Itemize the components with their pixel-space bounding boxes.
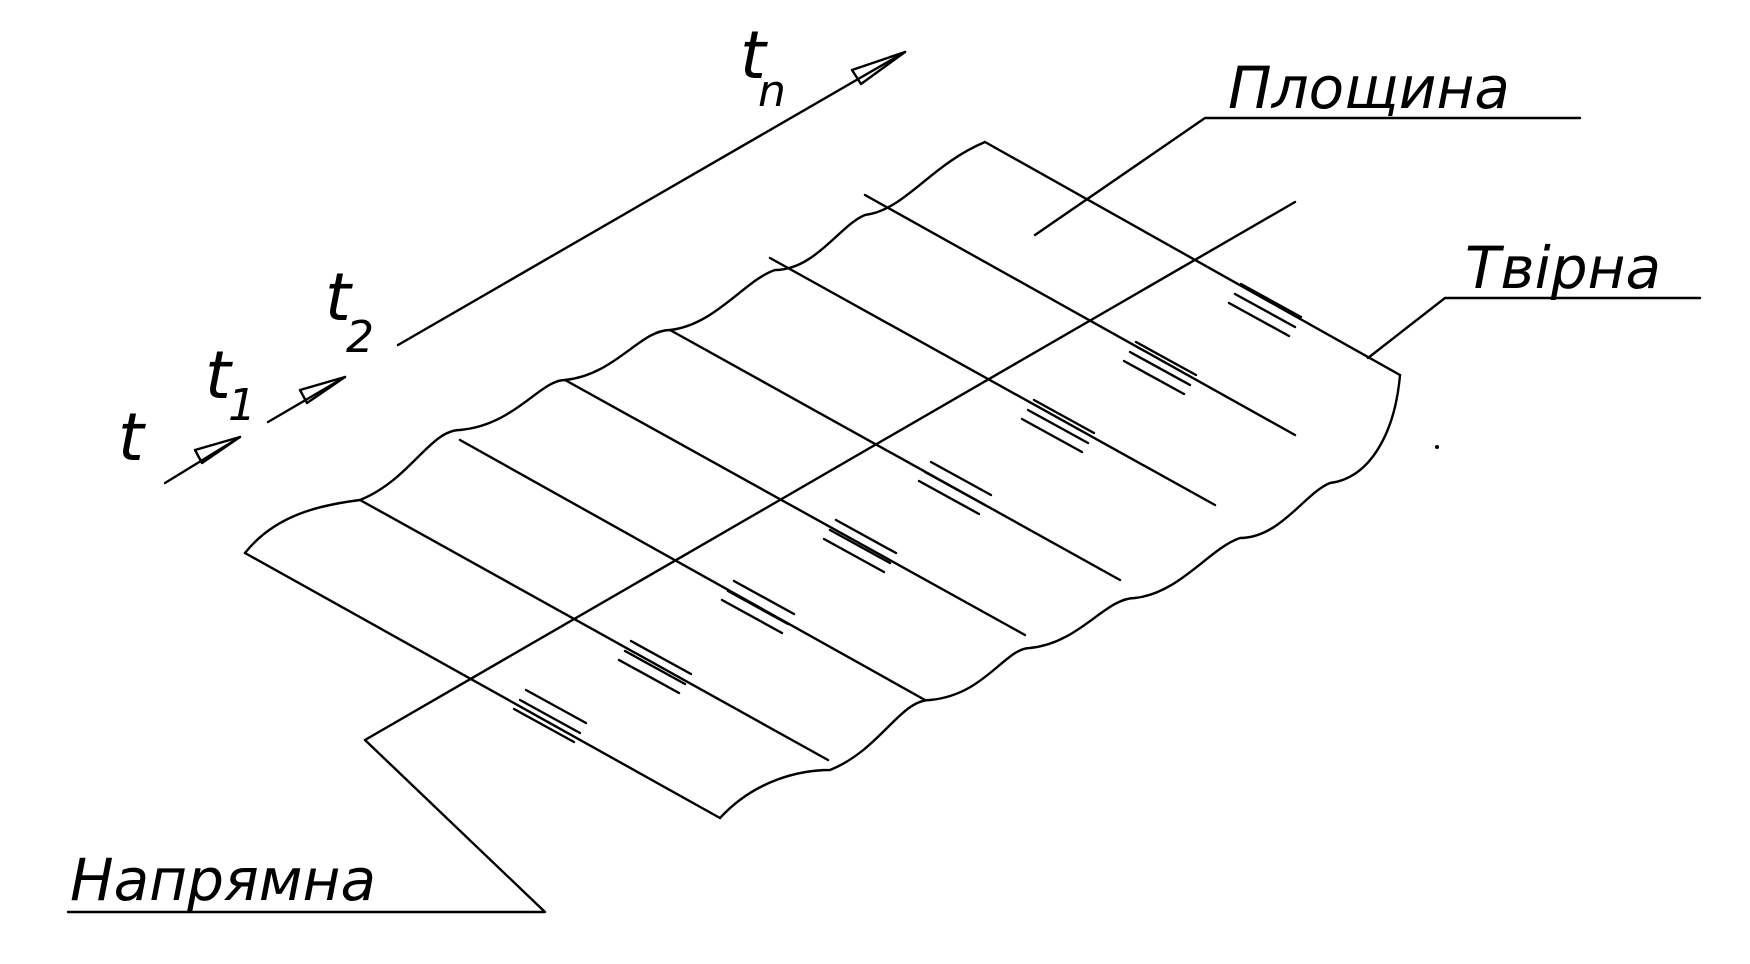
ruling-line [563, 378, 1027, 637]
parallel-mark [1227, 282, 1303, 338]
vector-arrow-tn [396, 50, 907, 347]
surface-wavy-edges [243, 140, 1402, 820]
arrowhead-icon [193, 435, 242, 465]
ruling-line [458, 438, 927, 702]
ruling-line [863, 193, 1297, 437]
vector-symbol: t [740, 17, 768, 94]
direction-arrows [163, 50, 907, 485]
parallel-mark [512, 688, 588, 744]
vector-subscript: 1 [228, 380, 256, 431]
directrix-leader [66, 738, 547, 914]
parallel-mark [617, 639, 693, 695]
vector-label-t1: t 1 [205, 337, 256, 431]
surface-front-edge [243, 140, 987, 555]
surface-back-edge [718, 373, 1402, 820]
directrix-label: Напрямна [70, 846, 376, 914]
vector-symbol: t [118, 399, 146, 476]
vector-symbol: t [325, 259, 353, 336]
vector-arrow-t1 [266, 375, 347, 424]
generatrix-rulings [243, 140, 1402, 820]
vector-label-t: t [118, 399, 146, 476]
vector-subscript: n [758, 66, 786, 117]
parallel-mark [720, 579, 796, 635]
vector-label-tn: t n [740, 17, 786, 117]
parallel-mark [1020, 398, 1096, 454]
surface-left-edge [243, 551, 722, 820]
stray-dot [1435, 445, 1439, 449]
vector-label-t2: t 2 [325, 259, 374, 363]
surface-right-edge [983, 140, 1402, 377]
ruling-line [668, 328, 1122, 582]
directrix-line [363, 200, 1297, 742]
parallel-mark [1122, 340, 1198, 396]
ruling-line [358, 498, 830, 762]
vector-arrow-t [163, 435, 242, 485]
ruling-line [768, 256, 1217, 507]
parallel-marks [512, 282, 1303, 744]
plane-leader-line [1033, 116, 1582, 237]
arrowhead-icon [298, 375, 347, 405]
generatrix-label: Твірна [1465, 234, 1661, 302]
vector-subscript: 2 [346, 312, 374, 363]
generatrix-leader-line [1366, 296, 1702, 360]
vector-symbol: t [205, 337, 233, 414]
parallel-mark [917, 460, 993, 516]
parallel-mark [822, 518, 898, 574]
generatrix-leader [1366, 296, 1702, 360]
plane-leader [1033, 116, 1582, 237]
directrix [66, 200, 1297, 914]
arrowhead-icon [850, 50, 907, 86]
plane-label: Площина [1228, 54, 1510, 122]
